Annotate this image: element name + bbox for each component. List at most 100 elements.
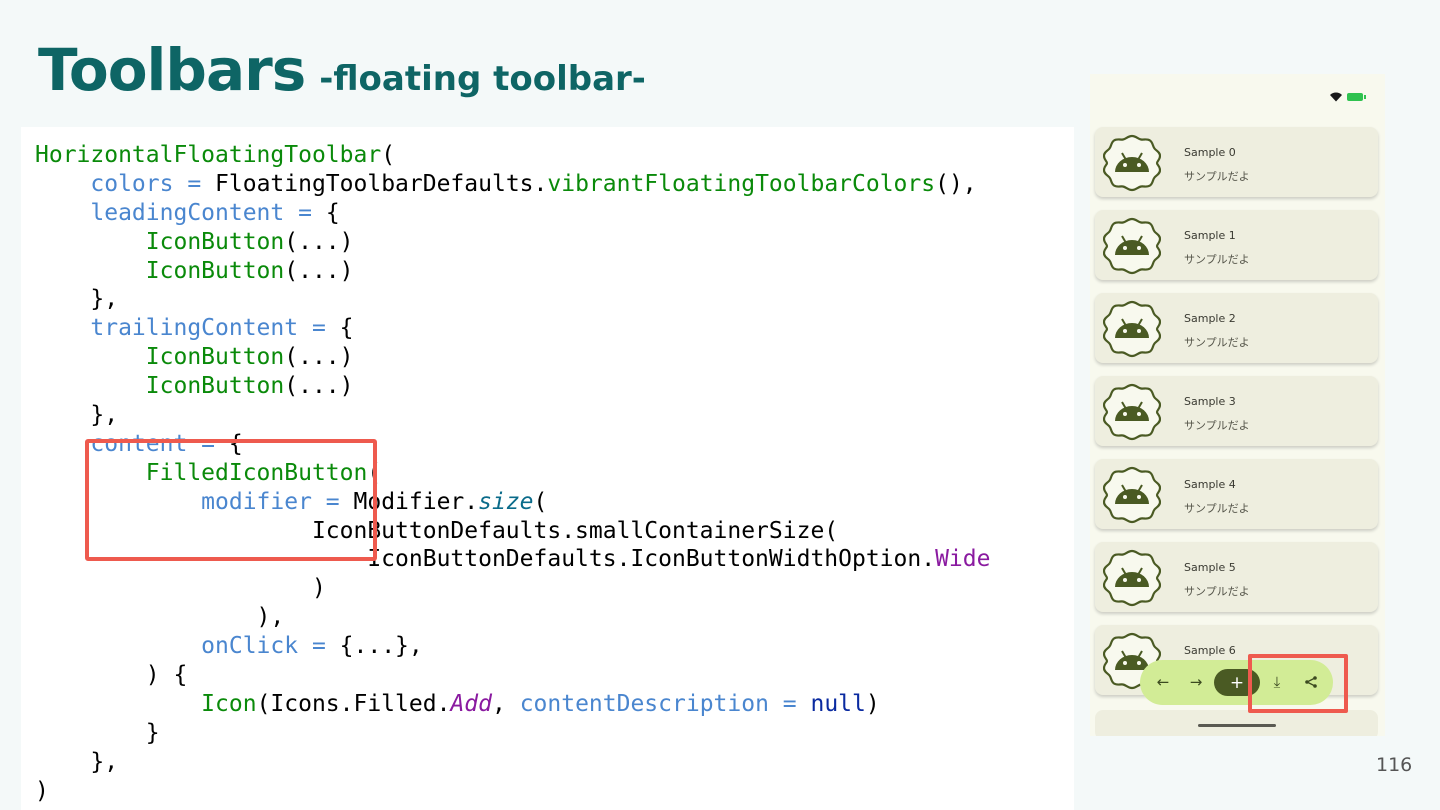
code-line: content = { [35,430,990,459]
battery-icon [1347,93,1366,101]
android-icon [1102,549,1162,607]
code-line: }, [35,748,990,777]
list-item-title: Sample 6 [1184,644,1236,657]
code-line: IconButtonDefaults.IconButtonWidthOption… [35,545,990,574]
list-item-title: Sample 0 [1184,146,1236,159]
list-item-title: Sample 4 [1184,478,1236,491]
code-token: = [768,690,811,717]
list-item-subtitle: サンプルだよ [1184,336,1250,349]
android-icon [1102,217,1162,275]
android-icon [1102,383,1162,441]
title-subtitle: -floating toolbar- [319,59,646,99]
list-item-subtitle: サンプルだよ [1184,585,1250,598]
code-token: (Icons.Filled. [256,690,451,717]
download-icon[interactable]: ⤓ [1273,673,1281,691]
code-token [35,229,146,255]
code-token: {...}, [339,633,423,660]
code-token: Icon [201,690,257,717]
code-token: ( [381,142,396,168]
code-token: Add [450,690,492,717]
list-item[interactable]: Sample 2 サンプルだよ [1095,293,1378,363]
code-token: FilledIconButton [145,459,368,486]
code-line: Icon(Icons.Filled.Add, contentDescriptio… [35,690,990,719]
code-token: IconButton [145,344,285,371]
code-token: ) [35,575,326,602]
wifi-icon [1330,92,1342,102]
code-panel: HorizontalFloatingToolbar( colors = Floa… [21,127,1074,810]
code-token: content [90,430,188,457]
code-token: null [810,690,866,717]
code-line: FilledIconButton( [35,459,990,488]
code-token: HorizontalFloatingToolbar [35,142,382,168]
code-token: = [298,633,340,660]
list-item-title: Sample 2 [1184,312,1236,325]
phone-preview: Sample 0 サンプルだよ Sample 1 サンプルだよ Sample 2 サンプル… [1090,74,1385,736]
code-token: colors [90,170,174,197]
code-line: ) [35,574,990,603]
list-item-title: Sample 5 [1184,561,1236,574]
code-token: }, [35,286,119,313]
list-item[interactable]: Sample 5 サンプルだよ [1095,542,1378,612]
code-token [35,373,146,399]
code-token: modifier [201,488,312,515]
android-icon [1102,466,1162,524]
code-token [35,691,201,717]
code-line: } [35,719,990,748]
code-line: trailingContent = { [35,314,990,343]
code-token: vibrantFloatingToolbarColors [547,170,936,197]
list-item[interactable]: Sample 1 サンプルだよ [1095,210,1378,280]
add-button[interactable]: + [1214,669,1260,696]
title-main: Toolbars [38,36,306,104]
code-token: }, [35,402,119,429]
code-token: ) { [35,662,188,689]
code-line: }, [35,401,990,430]
code-token: FloatingToolbarDefaults. [215,170,548,197]
trailing-buttons-highlight [1248,654,1348,713]
code-line: }, [35,285,990,314]
list-item-title: Sample 1 [1184,229,1236,242]
code-line: colors = FloatingToolbarDefaults.vibrant… [35,170,990,199]
share-icon[interactable] [1298,669,1324,695]
status-bar [1329,92,1366,102]
code-token: = [298,315,340,342]
back-arrow-icon[interactable]: ← [1156,673,1170,691]
forward-arrow-icon[interactable]: → [1189,673,1203,691]
list-item-subtitle: サンプルだよ [1184,502,1250,515]
code-token [35,258,146,284]
code-token: { [339,315,354,342]
list-item-title: Sample 3 [1184,395,1236,408]
code-line: onClick = {...}, [35,632,990,661]
code-line: ) { [35,661,990,690]
code-token: { [325,199,340,226]
android-icon [1102,300,1162,358]
code-block: HorizontalFloatingToolbar( colors = Floa… [35,141,990,805]
code-token [35,200,90,226]
code-line: leadingContent = { [35,199,990,228]
code-token [35,633,201,659]
code-token: trailingContent [90,315,299,342]
code-line: IconButtonDefaults.smallContainerSize( [35,517,990,546]
code-token [35,315,90,341]
code-line: ), [35,603,990,632]
code-token: ), [35,604,285,631]
code-token: contentDescription [519,690,769,717]
list-item[interactable]: Sample 4 サンプルだよ [1095,459,1378,529]
code-token: = [173,170,216,197]
code-token: IconButtonDefaults.IconButtonWidthOption… [35,546,936,573]
code-line: HorizontalFloatingToolbar( [35,141,990,170]
list-item-subtitle: サンプルだよ [1184,170,1250,183]
code-token: = [284,199,326,226]
code-token: }, [35,748,119,775]
code-token: leadingContent [90,199,285,226]
code-token: = [311,488,354,515]
list-item[interactable]: Sample 0 サンプルだよ [1095,127,1378,197]
code-token: (...) [284,373,354,400]
code-token: } [35,719,160,746]
list-item-subtitle: サンプルだよ [1184,253,1250,266]
page-title: Toolbars -floating toolbar- [38,36,646,104]
code-token [35,344,146,370]
code-token: { [228,430,243,457]
code-token: ) [865,690,880,717]
code-token: IconButton [145,228,285,255]
